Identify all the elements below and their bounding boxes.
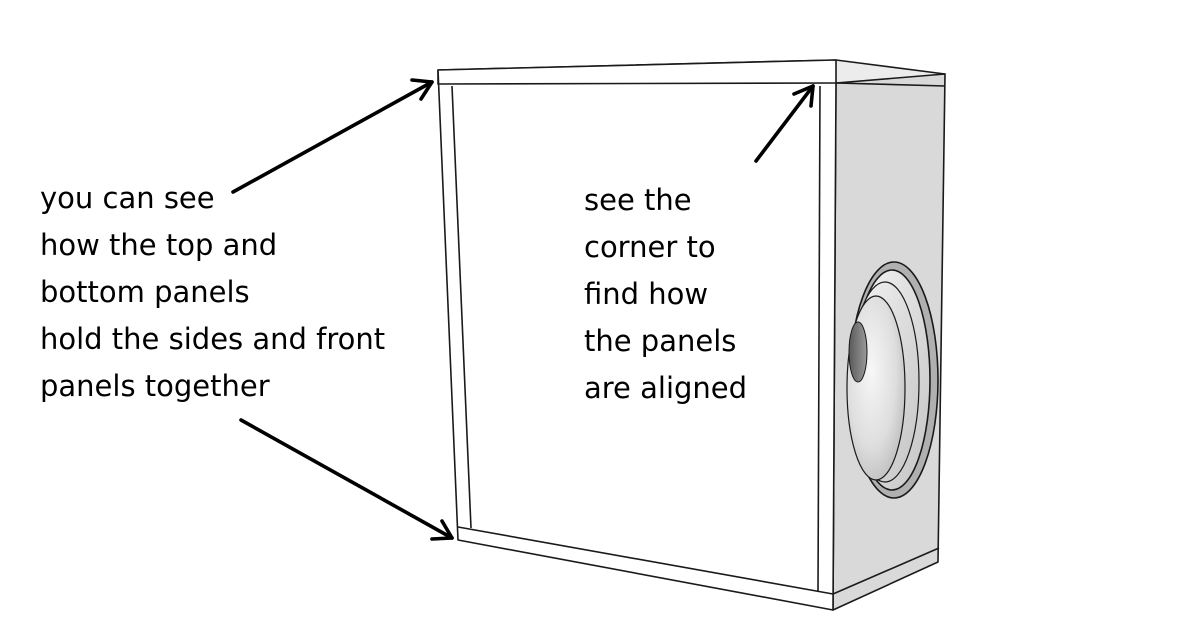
annotation-right-line: are aligned	[584, 371, 748, 405]
speaker-driver	[846, 261, 939, 499]
arrow-top-left-icon	[231, 78, 434, 194]
annotation-right-line: the panels	[584, 324, 737, 358]
side-panel-corner-edge	[835, 82, 946, 87]
right-panel-inner-edge	[817, 85, 821, 593]
annotation-right-line: corner to	[584, 230, 716, 264]
annotation-left: you can see how the top and bottom panel…	[40, 175, 385, 410]
annotation-left-line: hold the sides and front	[40, 322, 386, 356]
speaker-box	[437, 59, 946, 611]
top-panel-inner-edge	[437, 82, 837, 85]
front-face	[437, 59, 837, 611]
annotation-right: see the corner to find how the panels ar…	[584, 177, 747, 412]
arrows	[231, 78, 815, 541]
bottom-corner-edge	[832, 547, 940, 595]
annotation-left-line: bottom panels	[40, 275, 250, 309]
annotation-right-line: find how	[584, 277, 709, 311]
annotation-left-line: how the top and	[40, 228, 278, 262]
annotation-left-line: panels together	[40, 369, 270, 403]
arrow-bottom-left-icon	[239, 418, 454, 541]
annotation-right-line: see the	[584, 183, 692, 217]
bottom-panel-edge	[457, 526, 834, 595]
speaker-dust-cap	[848, 321, 868, 383]
annotation-left-line: you can see	[40, 181, 215, 215]
arrow-top-right-icon	[754, 84, 815, 163]
left-panel-inner-edge	[451, 85, 472, 529]
